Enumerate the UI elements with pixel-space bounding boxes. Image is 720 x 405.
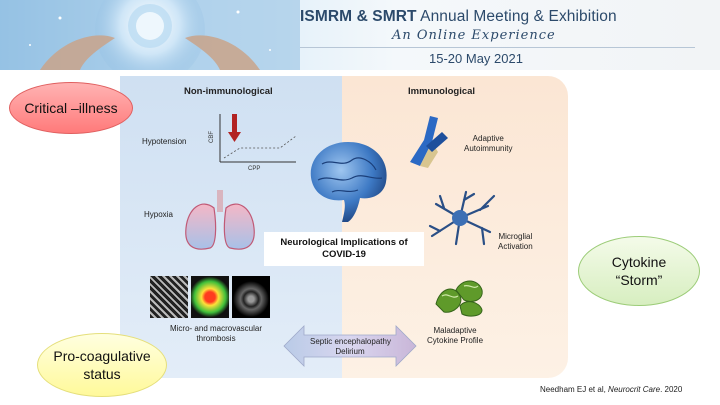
bubble-cytokine-storm: Cytokine“Storm” <box>578 236 700 306</box>
bubble-critical-illness: Critical –illness <box>9 82 133 134</box>
banner-dates: 15-20 May 2021 <box>429 51 523 66</box>
brain-icon <box>310 142 387 222</box>
label-adaptive: Adaptive Autoimmunity <box>464 134 513 153</box>
banner-divider <box>300 47 695 48</box>
center-title-box: Neurological Implications of COVID-19 <box>264 232 424 266</box>
citation: Needham EJ et al, Neurocrit Care. 2020 <box>540 385 683 394</box>
label-hypoxia: Hypoxia <box>144 210 173 219</box>
lungs-icon <box>185 190 255 250</box>
cbf-cpp-graph <box>219 114 297 163</box>
heading-immunological: Immunological <box>408 86 476 97</box>
scan-image-angiogram <box>232 276 270 318</box>
banner-subtitle: An Online Experience <box>392 28 556 43</box>
scan-image-vessels <box>150 276 188 318</box>
cytokine-protein-icon <box>435 280 483 317</box>
label-thrombosis: Micro- and macrovascular thrombosis <box>169 324 263 343</box>
hands-globe-art <box>0 0 300 70</box>
conference-banner: ISMRM & SMRT Annual Meeting & Exhibition… <box>0 0 720 70</box>
banner-title: ISMRM & SMRT Annual Meeting & Exhibition <box>300 8 617 25</box>
label-septic: Septic encephalopathy Delirium <box>310 337 391 356</box>
label-microglial: Microglial Activation <box>498 232 533 251</box>
axis-cbf: CBF <box>209 131 215 143</box>
heading-non-immunological: Non-immunological <box>184 86 273 97</box>
center-title-line1: Neurological Implications of <box>280 237 408 248</box>
label-maladaptive: Maladaptive Cytokine Profile <box>427 326 484 345</box>
double-arrow-icon <box>283 325 417 367</box>
antibody-icon <box>410 116 448 168</box>
scan-image-perfusion <box>191 276 229 318</box>
immunological-panel <box>342 76 568 378</box>
axis-cpp: CPP <box>248 166 261 172</box>
down-arrow-icon <box>228 114 241 142</box>
covid-neuro-figure: Non-immunological Immunological Hypotens… <box>120 76 568 378</box>
center-title-line2: COVID-19 <box>322 249 366 260</box>
brain-scan-images <box>150 276 272 318</box>
label-hypotension: Hypotension <box>142 137 187 146</box>
microglia-icon <box>428 190 496 246</box>
